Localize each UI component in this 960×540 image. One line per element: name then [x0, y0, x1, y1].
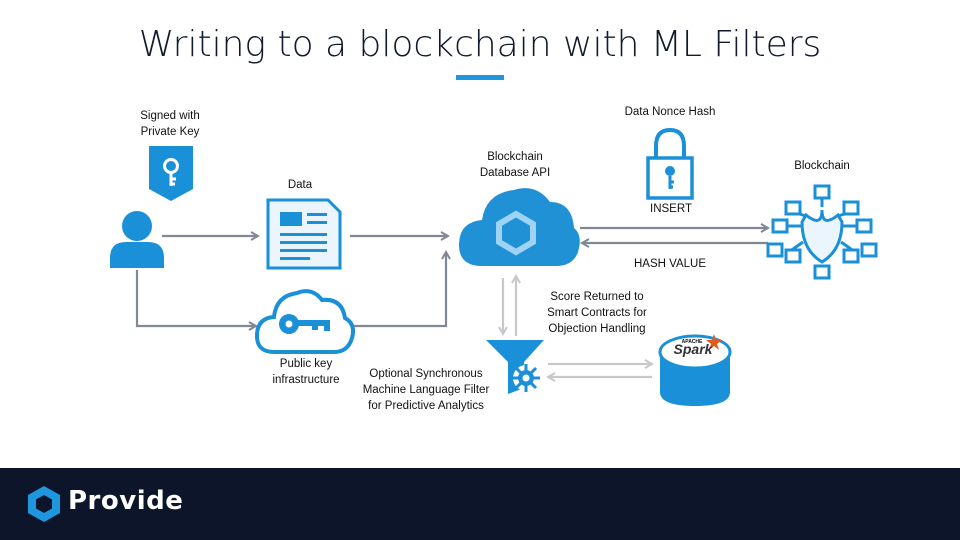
footer-bar: Provide [0, 468, 960, 540]
signed-label: Signed with Private Key [140, 110, 200, 138]
document-icon [266, 198, 342, 270]
edge-user-to-pki [135, 270, 256, 326]
edge-pki-to-api [352, 252, 446, 328]
pki-label: Public key infrastructure [272, 358, 340, 386]
insert-label: INSERT [650, 203, 692, 215]
score-label: Score Returned to Smart Contracts for Ob… [547, 291, 647, 335]
blockchain-label: Blockchain [794, 160, 850, 172]
spark-logo-text: Spark [673, 341, 713, 357]
diagram-canvas [110, 127, 878, 406]
cloud-api-icon [458, 188, 580, 266]
spark-small-label: APACHE [681, 339, 703, 345]
blockchain-network-icon [766, 184, 878, 280]
api-label: Blockchain Database API [479, 151, 551, 179]
hash-value-label: HASH VALUE [633, 258, 706, 270]
key-cloud-icon [254, 289, 356, 354]
padlock-icon [646, 127, 694, 200]
user-icon [110, 211, 164, 268]
key-badge-icon [149, 146, 193, 201]
title-underline [456, 75, 504, 80]
footer-brand: Provide [68, 486, 184, 516]
database-icon [658, 334, 732, 406]
filter-label: Optional Synchronous Machine Language Fi… [362, 368, 490, 412]
provide-logo-icon [28, 486, 60, 522]
slide-title: Writing to a blockchain with ML Filters [138, 24, 822, 65]
funnel-gear-icon [486, 340, 544, 394]
connectors [135, 228, 768, 377]
data-label: Data [287, 179, 313, 191]
nonce-label: Data Nonce Hash [624, 106, 716, 118]
